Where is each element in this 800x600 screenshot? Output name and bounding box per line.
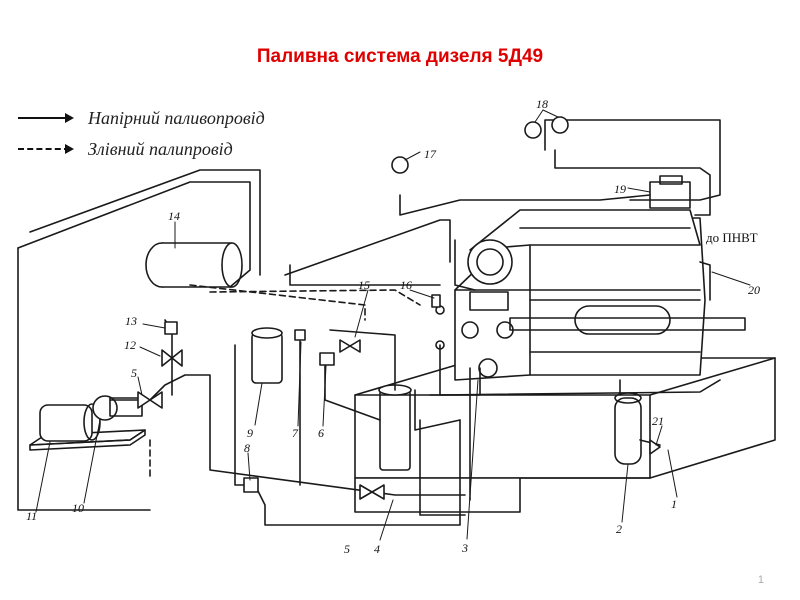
cylinder-2: [614, 392, 642, 465]
diesel-engine: [435, 209, 746, 381]
legend-drain-label: Злівний палипровід: [88, 138, 233, 159]
dashed-arrow-icon: [18, 144, 74, 154]
label-10: 10: [72, 501, 84, 515]
fuel-pump-unit: [29, 395, 146, 451]
label-18: 18: [536, 97, 548, 111]
pressure-lines: [17, 119, 721, 526]
filter-9: [251, 327, 283, 384]
label-7: 7: [292, 426, 299, 440]
label-3: 3: [461, 541, 468, 555]
drain-lines: [149, 284, 421, 481]
label-21: 21: [652, 414, 664, 428]
label-5a: 5: [131, 366, 137, 380]
legend-drain-line: Злівний палипровід: [18, 138, 233, 160]
label-5b: 5: [344, 542, 350, 556]
solid-arrow-icon: [18, 113, 74, 123]
label-16: 16: [400, 278, 412, 292]
label-19: 19: [614, 182, 626, 196]
label-11: 11: [26, 509, 37, 523]
label-14: 14: [168, 209, 180, 223]
label-17: 17: [424, 147, 437, 161]
label-15: 15: [358, 278, 370, 292]
diagram-title: Паливна система дизеля 5Д49: [256, 46, 544, 67]
label-9: 9: [247, 426, 253, 440]
label-6: 6: [318, 426, 324, 440]
leader-lines: [35, 109, 751, 541]
legend-pressure-label: Напірний паливопровід: [88, 107, 265, 128]
label-2: 2: [616, 522, 622, 536]
label-4: 4: [374, 542, 380, 556]
label-to-pnvt: до ПНВТ: [706, 230, 758, 245]
base-frame: [354, 357, 776, 513]
header-19: [649, 175, 691, 209]
label-8: 8: [244, 441, 250, 455]
label-12: 12: [124, 338, 136, 352]
page-number: 1: [757, 574, 764, 586]
tank-14: [145, 242, 243, 288]
valves: [137, 116, 661, 500]
legend-pressure-line: Напірний паливопровід: [18, 107, 265, 129]
label-20: 20: [748, 283, 760, 297]
label-13: 13: [125, 314, 137, 328]
label-1: 1: [671, 497, 677, 511]
